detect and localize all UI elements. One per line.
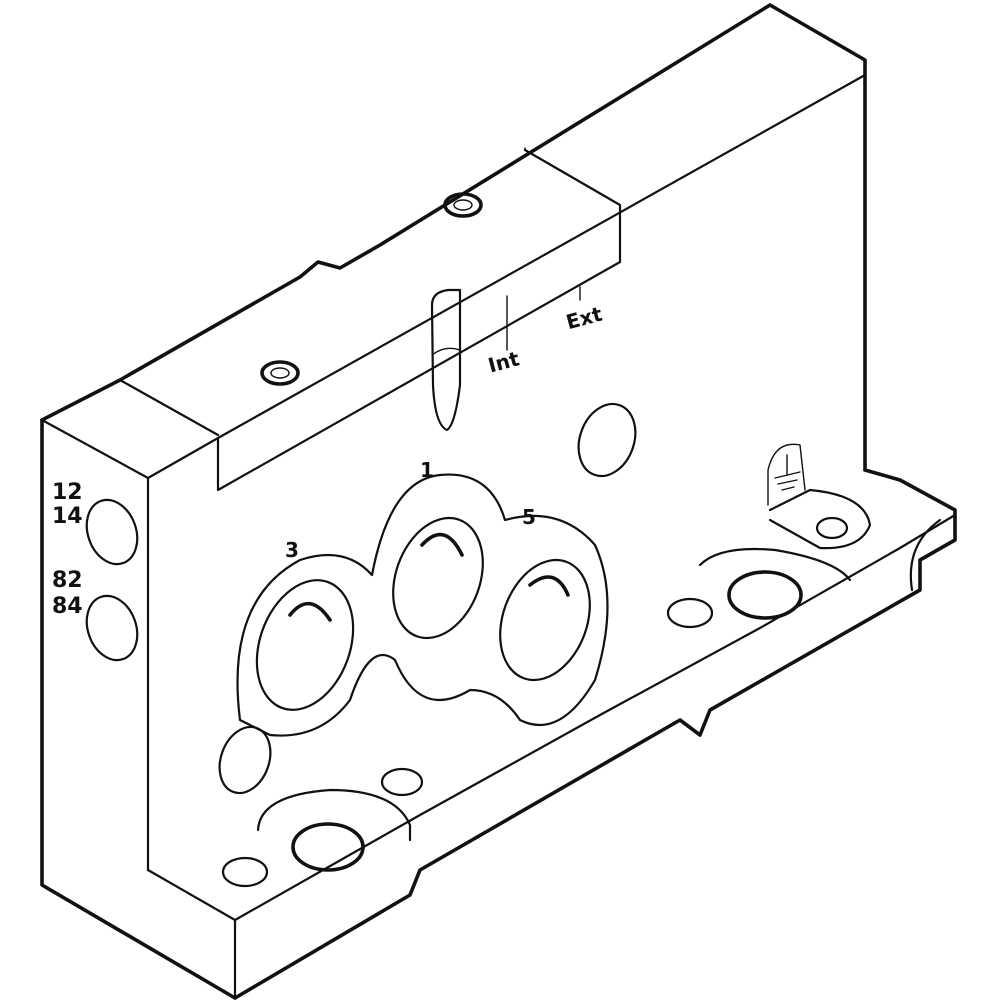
screw-icon: [260, 192, 483, 386]
body-outline: [40, 3, 957, 1000]
side-port-label-12: 12: [52, 480, 83, 505]
port-label-3: 3: [285, 538, 299, 562]
port-label-1: 1: [420, 458, 434, 482]
mounting-holes: [218, 488, 872, 888]
ground-icon: [767, 443, 806, 506]
int-ext-switch[interactable]: [430, 286, 581, 432]
port-flange: [236, 473, 609, 737]
side-port-label-84: 84: [52, 594, 83, 619]
side-port-label-82: 82: [52, 568, 83, 593]
side-port-label-14: 14: [52, 504, 83, 529]
side-ports: [85, 498, 139, 662]
front-hole: [577, 402, 637, 478]
port-label-5: 5: [522, 505, 536, 529]
